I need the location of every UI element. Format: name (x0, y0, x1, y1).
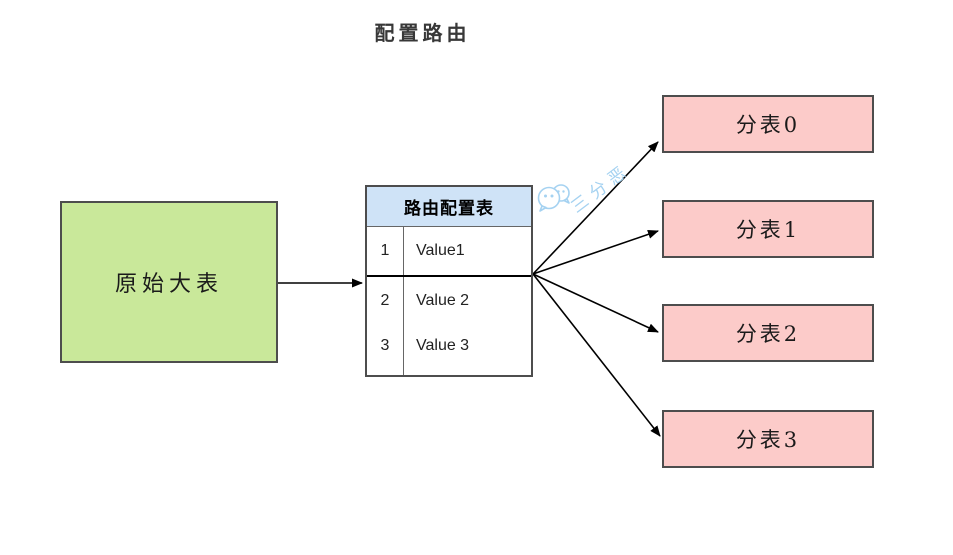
shard-table-box-2: 分表2 (662, 304, 874, 362)
routing-table-header: 路由配置表 (367, 187, 531, 227)
shard-table-box-0: 分表0 (662, 95, 874, 153)
shard-table-box-1: 分表1 (662, 200, 874, 258)
source-table-label: 原始大表 (114, 272, 223, 297)
diagram-title: 配置路由 (374, 21, 471, 45)
source-table-box: 原始大表 (60, 201, 278, 363)
row-value: Value 3 (403, 325, 531, 375)
table-row: 2 Value 2 (367, 277, 531, 325)
arrow-table-to-shard-2 (532, 273, 659, 333)
shard-table-label: 分表1 (735, 218, 801, 242)
shard-table-label: 分表0 (735, 113, 801, 137)
arrow-table-to-shard-0 (532, 141, 659, 275)
table-row: 3 Value 3 (367, 325, 531, 375)
row-key: 2 (380, 292, 390, 309)
row-value: Value 2 (403, 277, 531, 325)
table-row: 1 Value1 (367, 227, 531, 277)
row-key: 1 (380, 242, 390, 259)
row-key: 3 (380, 337, 390, 354)
shard-table-label: 分表3 (735, 428, 801, 452)
arrow-table-to-shard-3 (532, 273, 661, 437)
row-value: Value1 (403, 227, 531, 275)
routing-config-table: 路由配置表 1 Value1 2 Value 2 3 Value 3 (365, 185, 533, 377)
shard-table-box-3: 分表3 (662, 410, 874, 468)
shard-table-label: 分表2 (735, 322, 801, 346)
arrow-table-to-shard-1 (532, 229, 659, 275)
